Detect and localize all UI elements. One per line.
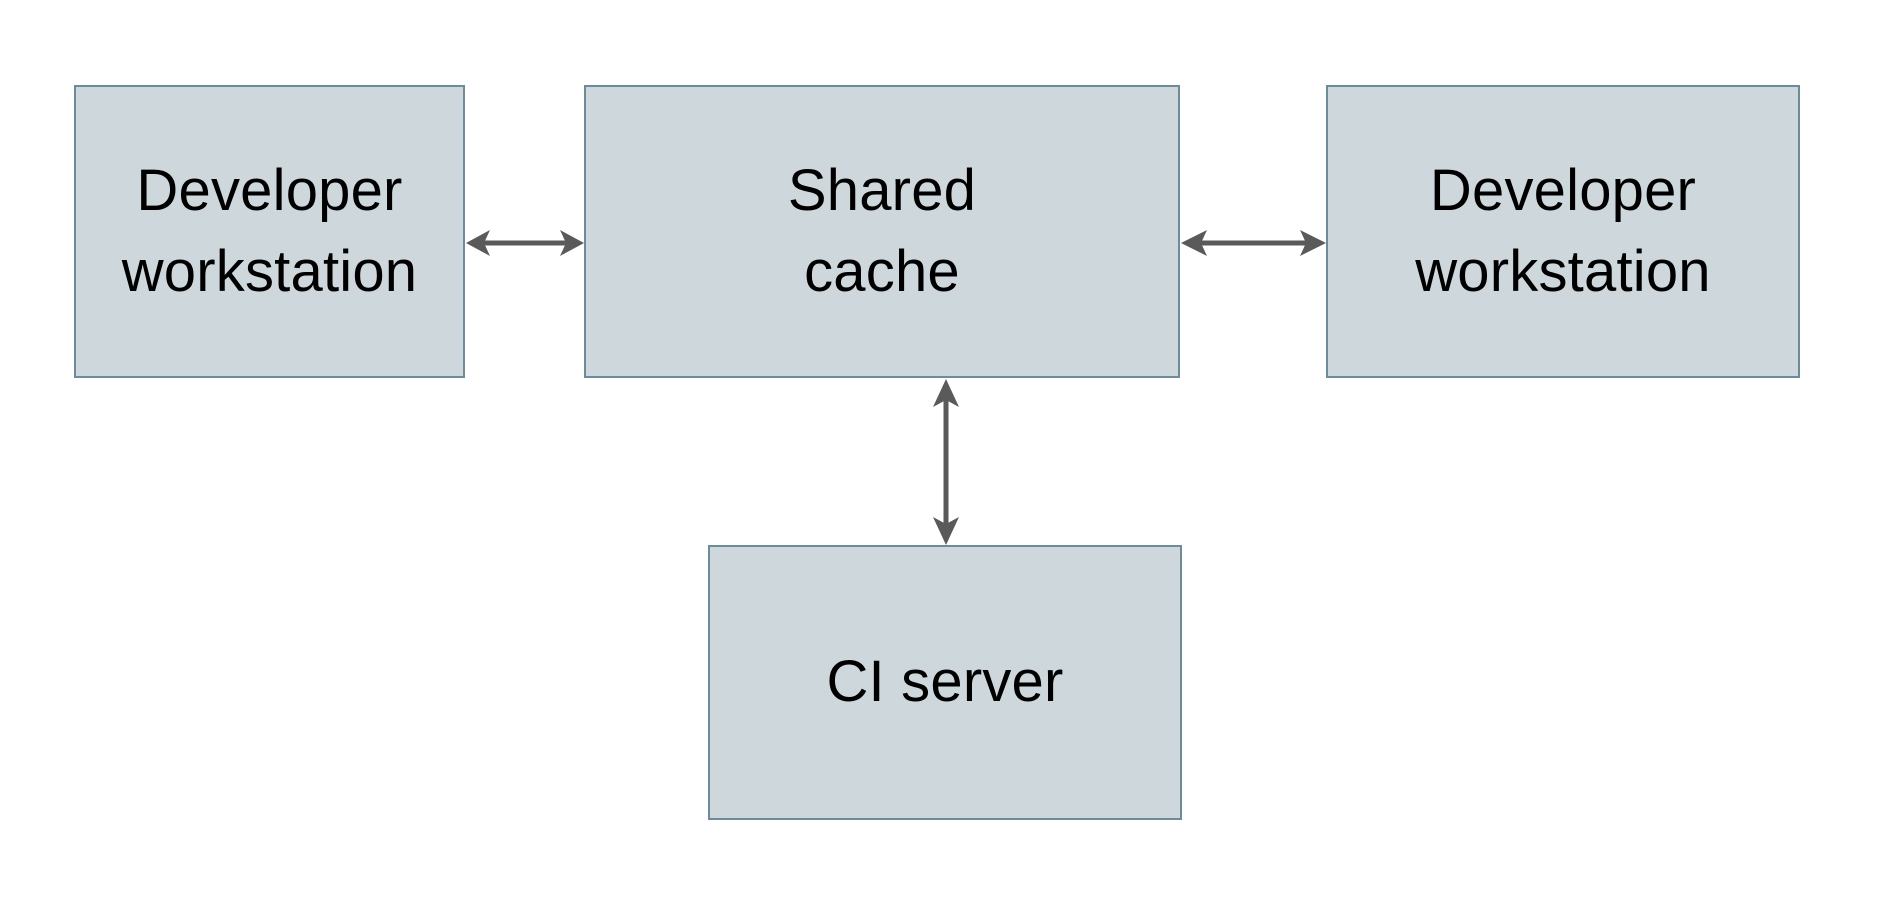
node-dev-workstation-right[interactable]: Developer workstation [1326,85,1800,378]
node-shared-cache[interactable]: Shared cache [584,85,1180,378]
node-label-dev-workstation-left: Developer workstation [121,158,418,304]
node-dev-workstation-left[interactable]: Developer workstation [74,85,465,378]
edge-cache-to-right-dev[interactable] [1181,213,1326,273]
double-arrow-vertical-icon [933,379,959,545]
node-label-ci-server: CI server [826,649,1064,715]
node-label-shared-cache: Shared cache [787,158,977,304]
node-label-dev-workstation-right: Developer workstation [1415,158,1711,304]
edge-left-dev-to-cache[interactable] [466,213,584,273]
node-ci-server[interactable]: CI server [708,545,1182,820]
double-arrow-horizontal-icon [466,230,584,256]
edge-cache-to-ci-server[interactable] [916,379,976,545]
double-arrow-horizontal-icon [1181,230,1326,256]
